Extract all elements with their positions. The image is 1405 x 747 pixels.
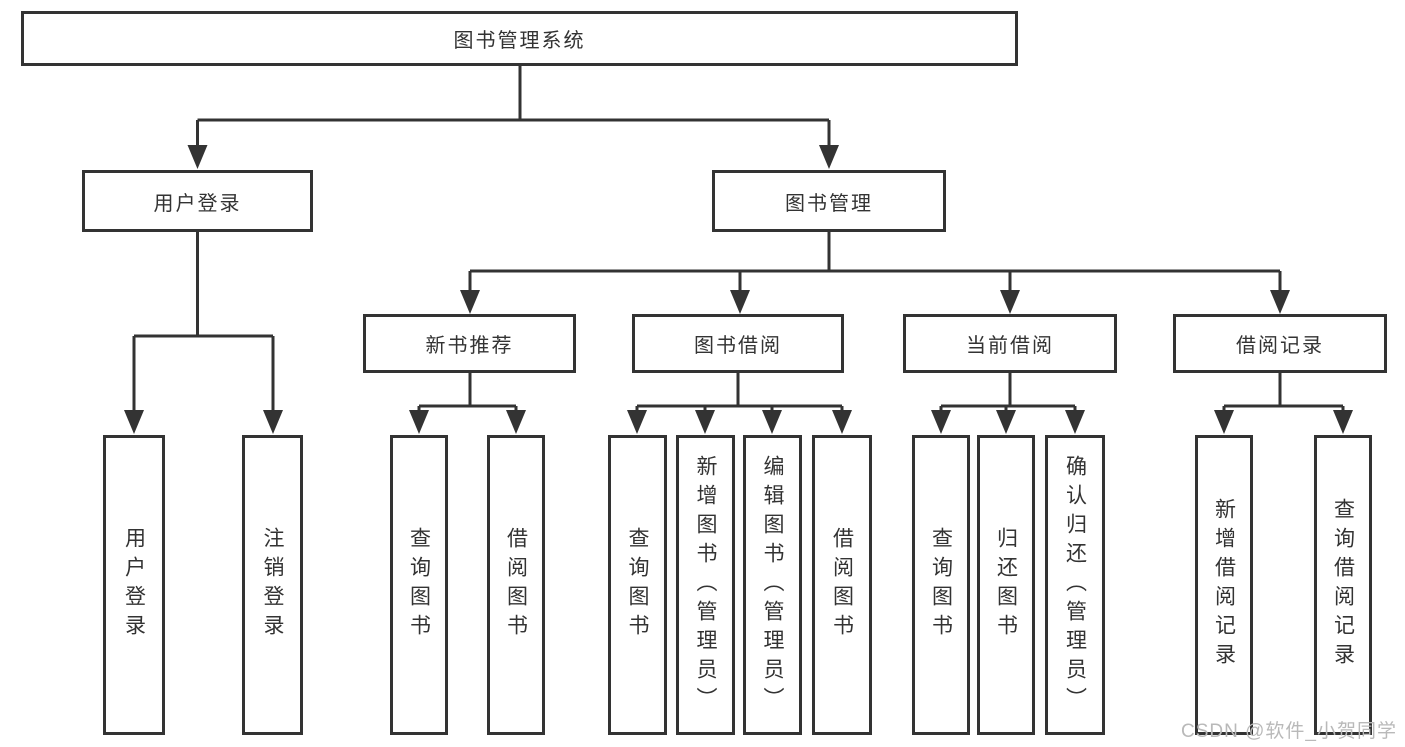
leaf-query-books-1: 查询图书	[390, 435, 448, 735]
leaf-borrow-books-2: 借阅图书	[812, 435, 872, 735]
node-book-borrow: 图书借阅	[632, 314, 844, 373]
node-current-borrow: 当前借阅	[903, 314, 1117, 373]
leaf-add-books-admin: 新增图书（管理员）	[676, 435, 735, 735]
leaf-user-login: 用户登录	[103, 435, 165, 735]
node-borrow-records-label: 借阅记录	[1236, 335, 1324, 357]
leaf-add-borrow-record: 新增借阅记录	[1195, 435, 1253, 735]
leaf-logout-label: 注销登录	[261, 527, 284, 643]
csdn-watermark: CSDN @软件_小贺同学	[1181, 721, 1397, 742]
node-borrow-records: 借阅记录	[1173, 314, 1387, 373]
node-book-borrow-label: 图书借阅	[694, 335, 782, 357]
node-root: 图书管理系统	[21, 11, 1018, 66]
node-user-login-label: 用户登录	[153, 192, 242, 215]
node-new-book-recommend: 新书推荐	[363, 314, 576, 373]
leaf-borrow-books-1: 借阅图书	[487, 435, 545, 735]
leaf-query-books-2: 查询图书	[608, 435, 667, 735]
leaf-query-books-1-label: 查询图书	[407, 527, 431, 643]
node-book-management: 图书管理	[712, 170, 946, 232]
leaf-return-books-label: 归还图书	[994, 527, 1018, 643]
leaf-confirm-return-admin-label: 确认归还（管理员）	[1063, 454, 1087, 716]
leaf-edit-books-admin: 编辑图书（管理员）	[743, 435, 802, 735]
leaf-query-books-2-label: 查询图书	[626, 527, 649, 643]
node-book-management-label: 图书管理	[785, 192, 873, 215]
leaf-add-borrow-record-label: 新增借阅记录	[1212, 498, 1236, 672]
arrowhead-icons	[124, 145, 1353, 434]
leaf-user-login-label: 用户登录	[122, 527, 146, 643]
node-user-login: 用户登录	[82, 170, 313, 232]
leaf-return-books: 归还图书	[977, 435, 1035, 735]
node-root-label: 图书管理系统	[453, 30, 586, 52]
leaf-borrow-books-1-label: 借阅图书	[504, 527, 528, 643]
leaf-edit-books-admin-label: 编辑图书（管理员）	[761, 454, 784, 716]
leaf-borrow-books-2-label: 借阅图书	[830, 527, 854, 643]
leaf-confirm-return-admin: 确认归还（管理员）	[1045, 435, 1105, 735]
leaf-query-borrow-record: 查询借阅记录	[1314, 435, 1372, 735]
leaf-query-books-3: 查询图书	[912, 435, 970, 735]
node-new-book-recommend-label: 新书推荐	[425, 335, 514, 357]
leaf-logout: 注销登录	[242, 435, 303, 735]
leaf-query-borrow-record-label: 查询借阅记录	[1331, 498, 1355, 672]
leaf-query-books-3-label: 查询图书	[929, 527, 953, 643]
leaf-add-books-admin-label: 新增图书（管理员）	[694, 454, 717, 716]
node-current-borrow-label: 当前借阅	[966, 335, 1054, 357]
